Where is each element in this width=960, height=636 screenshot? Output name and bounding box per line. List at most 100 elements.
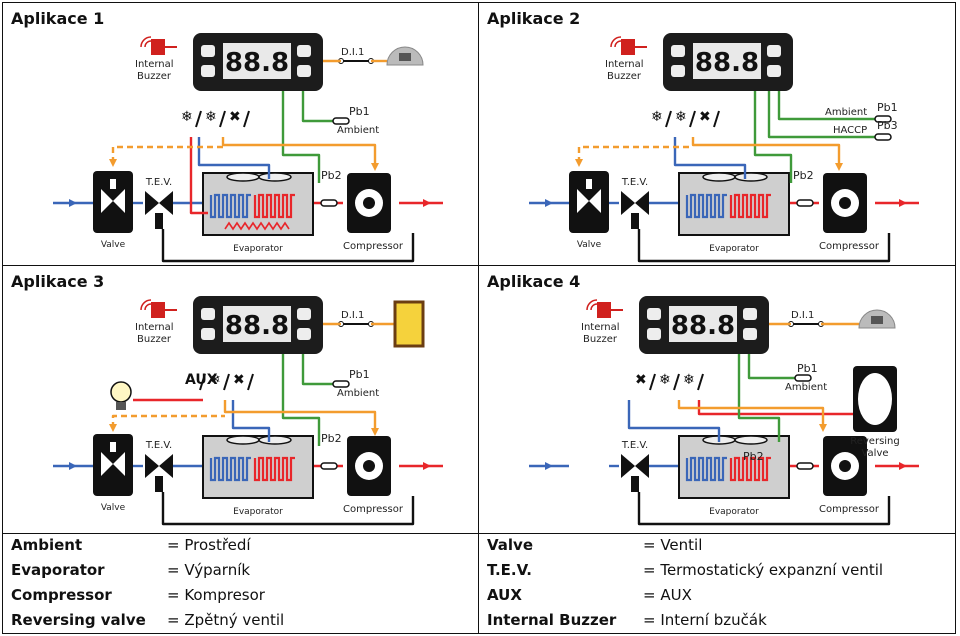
control-arrow <box>835 163 843 171</box>
reversing-valve <box>853 366 897 432</box>
tev-triangle <box>635 191 649 215</box>
evaporator <box>678 172 790 236</box>
relay-contact <box>243 110 250 128</box>
probe-pb1-label: Pb1 <box>797 362 818 375</box>
probe-pb1-label: Pb1 <box>349 368 370 381</box>
tev-bulb <box>631 476 639 492</box>
compressor-label: Compressor <box>343 241 404 252</box>
control-arrow <box>109 159 117 167</box>
power-button <box>297 308 311 320</box>
legend-term: Evaporator <box>11 561 105 579</box>
down-button <box>647 328 661 340</box>
tev-triangle <box>635 454 649 478</box>
fan-blade <box>226 435 260 445</box>
buzzer-waves <box>140 299 152 311</box>
relay-contact <box>195 110 202 128</box>
buzzer-label: Internal <box>605 59 644 70</box>
tev-label: T.E.V. <box>145 440 172 451</box>
temperature-probe <box>874 133 892 141</box>
display-screen <box>223 306 291 342</box>
valve-stem <box>110 442 116 452</box>
valve-label: Valve <box>101 240 126 250</box>
control-arrow <box>371 163 379 171</box>
snowflake-icon: ❄ <box>209 372 221 388</box>
controller: 88.8 <box>663 33 793 91</box>
legend-definition: = Zpětný ventil <box>167 611 285 629</box>
down-button <box>201 328 215 340</box>
probe-pb2-label: Pb2 <box>321 432 342 445</box>
compressor-control-line <box>677 400 825 426</box>
probe-pb1-label: Pb1 <box>349 105 370 118</box>
evaporator-coil-cold <box>685 193 727 219</box>
evaporator <box>202 435 314 499</box>
tev-triangle <box>145 454 159 478</box>
solenoid-valve <box>93 171 133 233</box>
snowflake-icon: ❄ <box>181 109 193 125</box>
buzzer-waves <box>140 36 152 48</box>
display-screen <box>693 43 761 79</box>
buzzer-body <box>151 302 165 318</box>
set-button <box>767 65 781 77</box>
buzzer-label: Buzzer <box>137 334 172 345</box>
evaporator-label: Evaporator <box>709 507 759 517</box>
display-screen <box>669 306 737 342</box>
compressor-hub <box>839 197 851 209</box>
internal-buzzer-icon <box>586 299 623 318</box>
relay-switches: ❄❄✖ <box>181 109 250 128</box>
up-button <box>201 45 215 57</box>
controller: 88.8 <box>193 296 323 354</box>
relay-contact <box>199 373 206 391</box>
legend-definition: = Prostředí <box>167 536 251 554</box>
probe-line-pb2 <box>281 354 321 446</box>
tev-triangle <box>145 191 159 215</box>
relay-switches: ✖❄❄ <box>635 372 704 391</box>
probe-line-pb1 <box>301 91 333 123</box>
evaporator-coil-cold <box>209 456 251 482</box>
legend-term: AUX <box>487 586 522 604</box>
valve-triangle <box>113 452 125 476</box>
buzzer-label: Buzzer <box>583 334 618 345</box>
relay-contact <box>713 110 720 128</box>
tev-label: T.E.V. <box>145 177 172 188</box>
valve-control-line <box>111 414 225 428</box>
legend-term: Ambient <box>11 536 83 554</box>
flow-arrow <box>423 199 431 207</box>
probe-line-pb1 <box>747 354 795 380</box>
snowflake-icon: ❄ <box>651 109 663 125</box>
digital-input-label: D.I.1 <box>341 310 364 321</box>
compressor <box>347 173 391 233</box>
power-button <box>767 45 781 57</box>
expansion-valve <box>621 454 649 492</box>
control-arrow <box>575 159 583 167</box>
probe-pb2-label: Pb2 <box>743 450 764 463</box>
legend-term: Reversing valve <box>11 611 146 629</box>
panel-title: Aplikace 2 <box>487 9 581 28</box>
ambient-label: Ambient <box>337 125 379 136</box>
aux-relay-label: AUX <box>185 372 218 388</box>
compressor-hub <box>839 460 851 472</box>
fan-line <box>197 137 271 179</box>
tev-triangle <box>621 191 635 215</box>
fan-line <box>627 400 721 442</box>
valve-label: Valve <box>101 503 126 513</box>
legend-term: Valve <box>487 536 534 554</box>
internal-buzzer-icon <box>610 36 647 55</box>
panel-title: Aplikace 4 <box>487 272 581 291</box>
evaporator-coil-hot <box>729 193 771 219</box>
control-arrow <box>819 424 827 432</box>
buzzer-waves <box>586 299 598 311</box>
buzzer-body <box>151 39 165 55</box>
tev-label: T.E.V. <box>621 177 648 188</box>
display-digits: 88.8 <box>225 311 289 341</box>
buzzer-label: Buzzer <box>137 71 172 82</box>
evaporator-label: Evaporator <box>233 507 283 517</box>
alarm-siren-icon <box>858 309 896 329</box>
reversing-valve-line <box>697 400 853 416</box>
light-bulb-icon <box>110 381 132 410</box>
set-button <box>297 328 311 340</box>
valve-triangle <box>589 189 601 213</box>
compressor <box>823 173 867 233</box>
